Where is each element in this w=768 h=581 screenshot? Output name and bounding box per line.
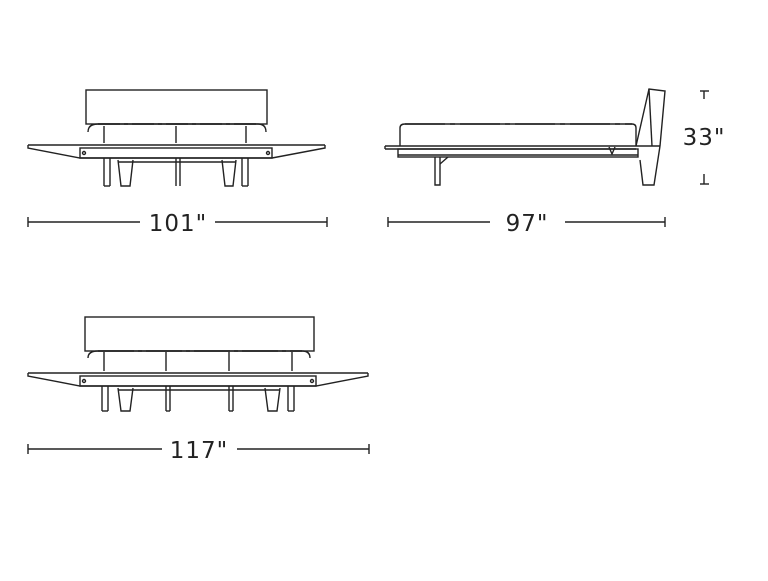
side-rail <box>397 148 639 158</box>
side-view-bed <box>384 88 666 186</box>
height-dimension-line <box>700 90 709 185</box>
wide-platform-shelf <box>27 373 369 387</box>
wide-front-width-dimension-line <box>27 444 370 454</box>
side-headboard <box>635 88 666 147</box>
front-width-label: 101" <box>149 211 207 237</box>
wide-platform-rail <box>79 375 317 387</box>
mattress-top <box>87 123 267 133</box>
side-leg-back <box>639 145 661 186</box>
platform-rail <box>79 147 273 159</box>
side-leg-front <box>434 157 441 186</box>
platform-shelf <box>27 145 326 159</box>
front-width-dimension-line <box>27 217 328 227</box>
headboard <box>85 89 268 125</box>
wide-front-view-bed <box>27 316 369 412</box>
height-label: 33" <box>683 125 726 151</box>
wide-mattress-top <box>87 350 311 359</box>
side-length-label: 97" <box>506 211 549 237</box>
side-length-dimension-line <box>387 217 666 227</box>
side-mattress <box>399 123 637 146</box>
wide-headboard <box>84 316 315 352</box>
wide-front-width-label: 117" <box>170 438 228 464</box>
front-view-bed <box>27 89 326 187</box>
